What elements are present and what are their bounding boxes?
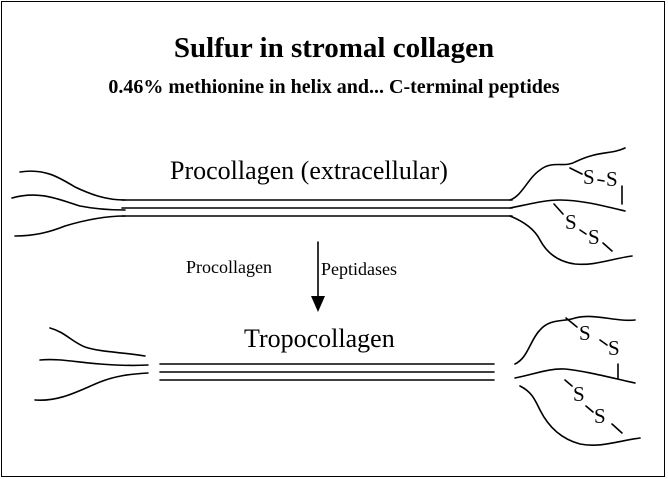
procollagen-label: Procollagen (extracellular) (170, 156, 448, 186)
procollagen-sulfur-top-1: S (583, 165, 595, 190)
cleaved-c-strand-middle (515, 369, 635, 383)
cleaved-c-terminal-peptides (515, 316, 640, 445)
tropocollagen-sulfur-top-1: S (579, 321, 591, 346)
procollagen-n-strand-bottom (15, 216, 125, 236)
procollagen-triple-helix (122, 200, 512, 216)
procollagen-sulfur-bottom-1: S (565, 210, 577, 235)
procollagen-n-strand-middle (12, 195, 125, 210)
tropocollagen-label: Tropocollagen (244, 324, 395, 354)
tropocollagen-sulfur-bottom-2: S (594, 404, 606, 429)
enzyme-label-peptidases: Peptidases (321, 259, 397, 280)
tropocollagen-triple-helix (160, 364, 494, 380)
procollagen-sulfur-top-2: S (606, 167, 618, 192)
cleaved-n-strand-top (50, 328, 145, 356)
enzyme-label-procollagen: Procollagen (186, 257, 272, 278)
cleaved-n-strand-middle (40, 360, 148, 366)
cleaved-n-terminal-peptides (35, 328, 148, 400)
procollagen-c-terminal-peptides (510, 148, 632, 264)
procollagen-sulfur-bottom-2: S (588, 225, 600, 250)
procollagen-n-terminal-strands (12, 171, 125, 236)
tropocollagen-sulfur-bottom-1: S (573, 382, 585, 407)
tropocollagen-sulfur-top-2: S (608, 336, 620, 361)
cleaved-n-strand-bottom (35, 373, 148, 400)
